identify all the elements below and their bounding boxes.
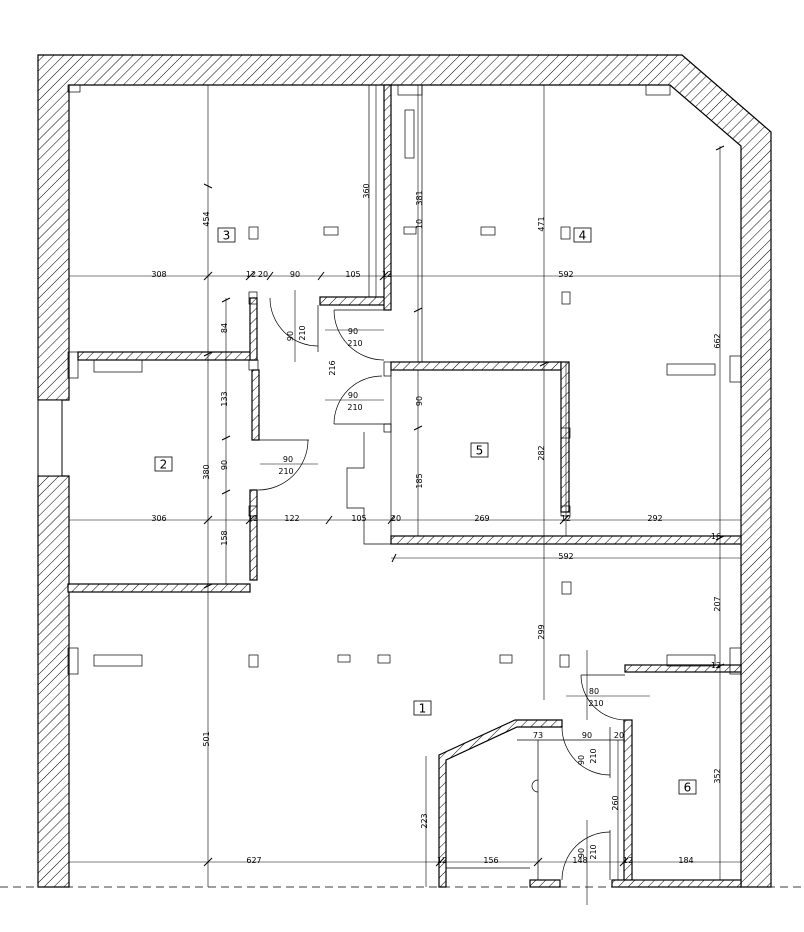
dim-label: 90	[220, 460, 229, 470]
dim-label: 90	[290, 270, 300, 279]
dim-label: 185	[415, 473, 424, 488]
dim-label: 12	[623, 856, 633, 865]
door-height-label: 210	[588, 699, 603, 708]
horizontal-dimension-labels: 308 12 20 90 105 12 592 306 12 122 105 2…	[151, 270, 721, 865]
room-label-4: 4	[573, 227, 592, 243]
door-width-label: 90	[286, 331, 295, 341]
dim-label: 12	[561, 514, 571, 523]
room-label-1: 1	[413, 700, 432, 716]
dim-label: 12	[248, 514, 258, 523]
door-height-label: 210	[589, 748, 598, 763]
dim-label: 105	[351, 514, 366, 523]
dim-label: 454	[202, 211, 211, 226]
dim-label: 158	[220, 530, 229, 545]
dim-label: 299	[537, 624, 546, 639]
dim-label: 184	[678, 856, 693, 865]
dim-label: 207	[713, 596, 722, 611]
dim-label: 592	[558, 552, 573, 561]
room-label-2: 2	[154, 456, 173, 472]
dim-label: 380	[202, 464, 211, 479]
dim-label: 12	[246, 270, 256, 279]
dim-label: 223	[420, 813, 429, 828]
dim-label: 269	[474, 514, 489, 523]
room-label-6: 6	[678, 779, 697, 795]
dim-label: 260	[611, 795, 620, 810]
dim-label: 16	[711, 532, 721, 541]
dim-label: 381	[415, 190, 424, 205]
fixtures	[67, 84, 742, 675]
dim-label: 73	[533, 731, 543, 740]
dim-label: 148	[572, 856, 587, 865]
exterior-walls	[37, 54, 772, 888]
partition-lines	[258, 85, 625, 880]
dim-label: 10	[415, 219, 424, 229]
door-width-label: 90	[577, 755, 586, 765]
dim-label: 592	[558, 270, 573, 279]
dim-label: 90	[415, 396, 424, 406]
door-annotations: 90 210 90 210 90 210 90 210 80 210 90 21…	[278, 325, 603, 859]
vertical-dimension-labels: 454 380 501 662 207 352 360 381 471 299 …	[202, 183, 722, 828]
dim-label: 133	[220, 391, 229, 406]
svg-text:5: 5	[476, 444, 484, 458]
door-swings	[257, 297, 627, 881]
svg-text:6: 6	[684, 781, 692, 795]
dimension-ticks	[203, 145, 725, 867]
door-height-label: 210	[347, 339, 362, 348]
dim-label: 308	[151, 270, 166, 279]
door-width-label: 80	[589, 687, 599, 696]
dim-label: 282	[537, 445, 546, 460]
dim-label: 12	[382, 270, 392, 279]
dim-label: 352	[713, 768, 722, 783]
door-width-label: 90	[577, 848, 586, 858]
door-height-label: 210	[589, 844, 598, 859]
svg-text:3: 3	[223, 229, 231, 243]
dimension-lines	[0, 85, 804, 905]
door-width-label: 90	[348, 327, 358, 336]
dim-label: 627	[246, 856, 261, 865]
dim-label: 84	[220, 323, 229, 333]
dim-label: 662	[713, 333, 722, 348]
door-height-label: 210	[278, 467, 293, 476]
dim-label: 20	[391, 514, 401, 523]
dim-label: 360	[362, 183, 371, 198]
door-height-label: 210	[347, 403, 362, 412]
svg-text:4: 4	[579, 229, 587, 243]
dim-label: 20	[614, 731, 624, 740]
dim-label: 501	[202, 731, 211, 746]
dim-label: 216	[328, 360, 337, 375]
dim-label: 122	[284, 514, 299, 523]
dim-label: 292	[647, 514, 662, 523]
interior-walls	[67, 84, 742, 888]
dim-label: 12	[711, 661, 721, 670]
svg-text:2: 2	[160, 458, 168, 472]
dim-label: 471	[537, 216, 546, 231]
door-width-label: 90	[348, 391, 358, 400]
dim-label: 156	[483, 856, 498, 865]
dim-label: 90	[582, 731, 592, 740]
dim-label: 306	[151, 514, 166, 523]
dim-label: 105	[345, 270, 360, 279]
svg-text:1: 1	[419, 702, 427, 716]
door-width-label: 90	[283, 455, 293, 464]
door-height-label: 210	[298, 325, 307, 340]
room-label-5: 5	[470, 442, 489, 458]
room-label-3: 3	[217, 227, 236, 243]
dim-label: 12	[437, 856, 447, 865]
dim-label: 20	[258, 270, 268, 279]
